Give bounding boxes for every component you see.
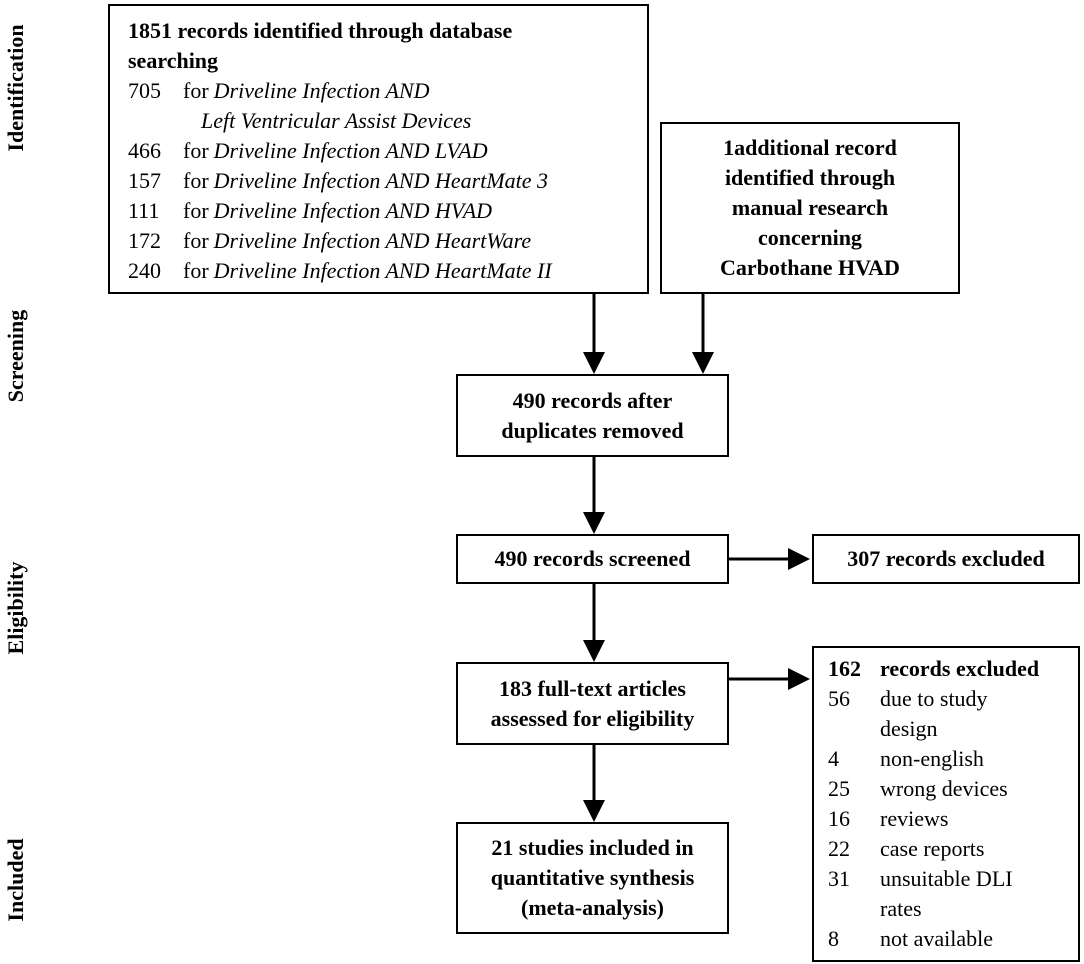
exclusion-reason: 25 wrong devices [828, 774, 1068, 804]
additional-line: identified through [724, 165, 896, 190]
excluded-line: 307 records excluded [847, 546, 1045, 571]
reason-text: reviews [880, 806, 949, 831]
duplicates-removed-box: 490 records after duplicates removed [456, 374, 729, 457]
exclusion-reason: 22 case reports [828, 834, 1068, 864]
search-query: Driveline Infection AND LVAD [213, 138, 488, 163]
arrowhead [788, 668, 810, 690]
exclusion-reason: 56 due to study [828, 684, 1068, 714]
search-prefix: for [183, 78, 209, 103]
fulltext-excluded-box: 162 records excluded 56 due to study des… [812, 646, 1080, 962]
reason-count: 56 [828, 686, 850, 711]
additional-line: Carbothane HVAD [720, 255, 900, 280]
excluded-header: 162 records excluded [828, 654, 1068, 684]
search-query: Driveline Infection AND HVAD [213, 198, 493, 223]
search-query: Driveline Infection AND HeartMate II [213, 258, 552, 283]
excluded-header-label: records excluded [880, 656, 1040, 681]
duplicates-line: duplicates removed [501, 417, 684, 443]
arrowhead [788, 548, 810, 570]
reason-count: 31 [828, 866, 850, 891]
arrowhead [692, 352, 714, 374]
reason-text: rates [880, 896, 922, 921]
excluded-header-count: 162 [828, 656, 861, 681]
fulltext-line: assessed for eligibility [490, 705, 695, 731]
identification-heading-line2: searching [128, 48, 219, 73]
reason-count: 4 [828, 746, 839, 771]
search-query-continuation: Left Ventricular Assist Devices [201, 108, 472, 133]
included-line: (meta-analysis) [521, 895, 664, 920]
search-count: 157 [128, 168, 161, 193]
exclusion-reason-continuation: design [828, 714, 1068, 744]
search-count: 172 [128, 228, 161, 253]
arrowhead [583, 352, 605, 374]
arrowhead [583, 640, 605, 662]
screened-line: 490 records screened [494, 546, 691, 571]
reason-text: case reports [880, 836, 985, 861]
search-count: 466 [128, 138, 161, 163]
search-count: 705 [128, 78, 161, 103]
exclusion-reason: 31 unsuitable DLI [828, 864, 1068, 894]
exclusion-reason: 4 non-english [828, 744, 1068, 774]
additional-line: concerning [758, 225, 862, 250]
reason-count: 25 [828, 776, 850, 801]
reason-text: unsuitable DLI [880, 866, 1013, 891]
search-query: Driveline Infection AND HeartWare [213, 228, 532, 253]
reason-text: non-english [880, 746, 984, 771]
phase-label-screening: Screening [3, 309, 28, 403]
records-excluded-box: 307 records excluded [812, 534, 1080, 584]
duplicates-line: 490 records after [512, 387, 673, 413]
phase-label-included: Included [3, 838, 28, 922]
arrowhead [583, 512, 605, 534]
identification-heading-line1: 1851 records identified through database [128, 18, 513, 43]
phase-label-identification: Identification [3, 24, 28, 152]
search-query: Driveline Infection AND HeartMate 3 [213, 168, 549, 193]
records-screened-box: 490 records screened [456, 534, 729, 584]
additional-line: 1additional record [723, 135, 897, 160]
exclusion-reason: 16 reviews [828, 804, 1068, 834]
exclusion-reason-continuation: rates [828, 894, 1068, 924]
fulltext-assessed-box: 183 full-text articles assessed for elig… [456, 662, 729, 745]
reason-count: 8 [828, 926, 839, 951]
search-prefix: for [183, 198, 209, 223]
search-count: 240 [128, 258, 161, 283]
search-prefix: for [183, 168, 209, 193]
reason-text: not available [880, 926, 994, 951]
included-line: 21 studies included in [491, 835, 694, 860]
studies-included-box: 21 studies included in quantitative synt… [456, 822, 729, 934]
reason-text: due to study [880, 686, 988, 711]
additional-line: manual research [731, 195, 889, 220]
identification-box: 1851 records identified through database… [108, 4, 649, 294]
reason-count: 16 [828, 806, 850, 831]
search-prefix: for [183, 228, 209, 253]
fulltext-line: 183 full-text articles [499, 675, 686, 701]
additional-records-box: 1additional record identified through ma… [660, 122, 960, 294]
search-count: 111 [128, 198, 160, 223]
search-prefix: for [183, 258, 209, 283]
exclusion-reason: 8 not available [828, 924, 1068, 954]
reason-count: 22 [828, 836, 850, 861]
arrowhead [583, 800, 605, 822]
included-line: quantitative synthesis [490, 865, 695, 890]
reason-text: design [880, 716, 938, 741]
search-query: Driveline Infection AND [213, 78, 430, 103]
phase-label-eligibility: Eligibility [3, 561, 28, 655]
reason-text: wrong devices [880, 776, 1008, 801]
search-prefix: for [183, 138, 209, 163]
